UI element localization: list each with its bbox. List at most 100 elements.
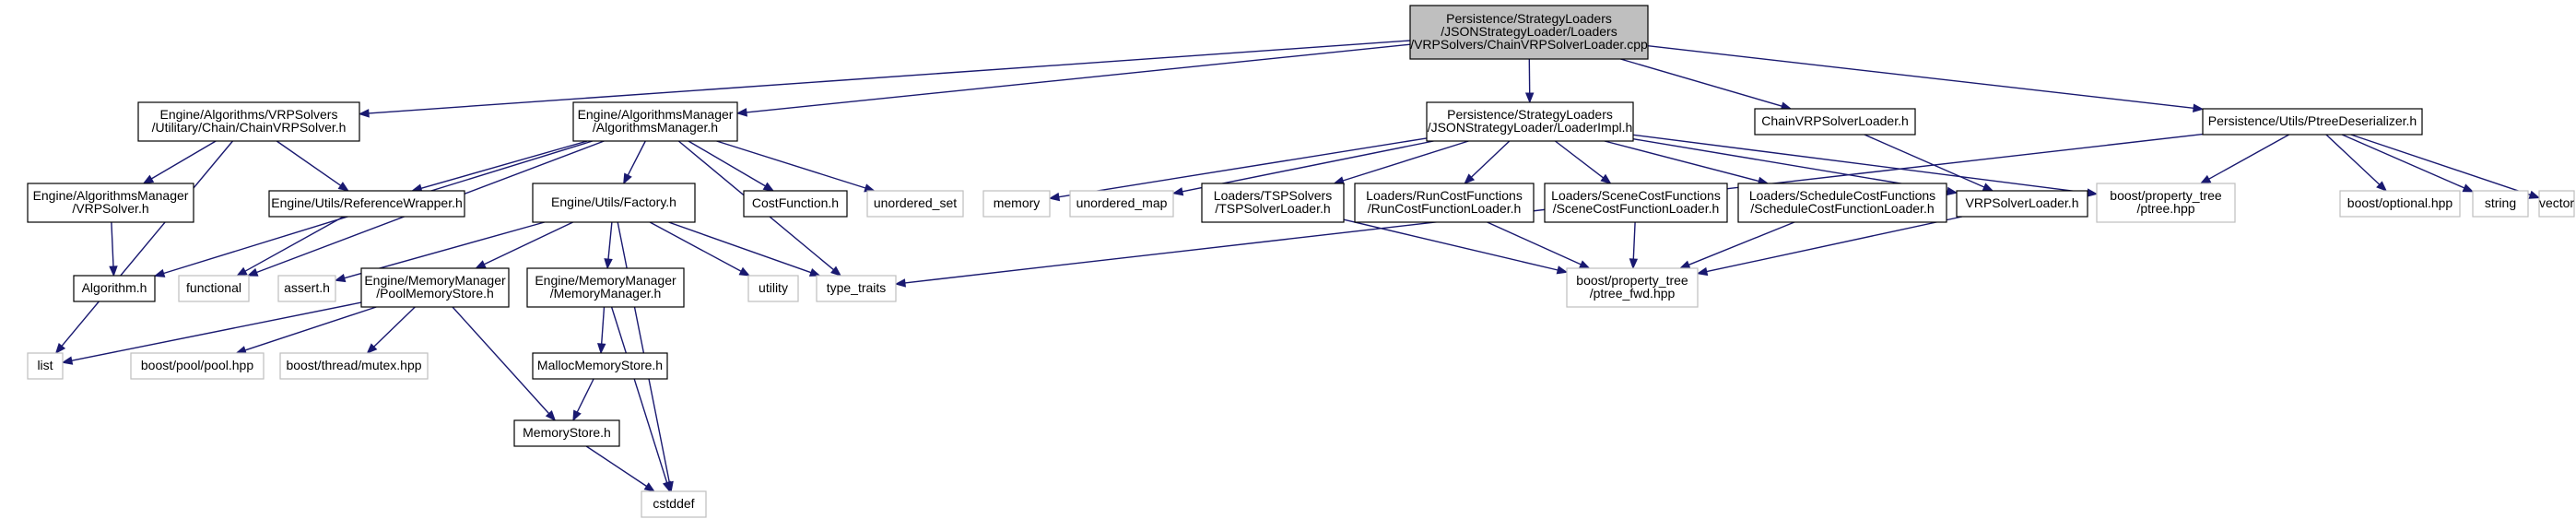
edge-mallocmemorystore-to-memorystore: [572, 378, 594, 422]
edge-line: [649, 221, 742, 272]
edge-line: [716, 140, 866, 189]
node-box: [1544, 183, 1728, 223]
edge-arrowhead: [738, 266, 751, 277]
edge-arrowhead: [2528, 190, 2541, 199]
edge-arrowhead: [545, 410, 557, 421]
edge-line: [1688, 221, 1795, 265]
node-unordered_set: unordered_set: [866, 190, 964, 218]
node-box: [866, 190, 964, 218]
edge-arrowhead: [2462, 183, 2475, 193]
node-poolmemorystore[interactable]: Engine/MemoryManager/PoolMemoryStore.h: [360, 267, 510, 308]
node-costfunction[interactable]: CostFunction.h: [743, 190, 848, 218]
node-assert_h: assert.h: [277, 275, 336, 302]
node-box: [1069, 190, 1174, 218]
node-memorystore[interactable]: MemoryStore.h: [513, 419, 620, 447]
node-box: [1201, 183, 1345, 223]
node-scenecostfunctionloader[interactable]: Loaders/SceneCostFunctions/SceneCostFunc…: [1544, 183, 1728, 223]
node-label-line: /PoolMemoryStore.h: [376, 286, 494, 301]
edge-arrowhead: [109, 265, 118, 277]
node-label-line: Engine/Utils/Factory.h: [551, 195, 676, 209]
edge-line: [373, 306, 416, 348]
edge-line: [71, 301, 362, 361]
node-algorithmsmanager[interactable]: Engine/AlgorithmsManager/AlgorithmsManag…: [572, 101, 738, 142]
node-vrpsolverloader[interactable]: VRPSolverLoader.h: [1956, 190, 2088, 218]
node-mallocmemorystore[interactable]: MallocMemoryStore.h: [532, 352, 668, 380]
node-schedulecostfunctionloader[interactable]: Loaders/ScheduleCostFunctions/ScheduleCo…: [1737, 183, 1947, 223]
node-vrpsolver[interactable]: Engine/AlgorithmsManager/VRPSolver.h: [27, 183, 194, 223]
edge-line: [2325, 134, 2381, 185]
edge-algorithmsmanager-to-costfunction: [688, 140, 775, 192]
node-label-line: /Utilitary/Chain/ChainVRPSolver.h: [152, 120, 347, 135]
node-cstddef: cstddef: [641, 490, 707, 518]
edge-arrowhead: [1524, 92, 1535, 104]
node-box: [513, 419, 620, 447]
node-label-line: list: [37, 358, 53, 372]
edge-line: [610, 306, 668, 483]
edge-chainvrpsolver-to-referencewrapper: [276, 140, 350, 192]
edge-arrowhead: [1678, 260, 1691, 269]
edge-line: [1706, 216, 1963, 273]
edge-arrowhead: [366, 343, 378, 354]
edge-arrowhead: [475, 260, 487, 269]
node-ptreedeserializer[interactable]: Persistence/Utils/PtreeDeserializer.h: [2202, 108, 2423, 136]
node-box: [268, 190, 465, 218]
node-label-line: /TSPSolverLoader.h: [1215, 201, 1330, 216]
edge-line: [576, 378, 594, 413]
node-box: [27, 352, 64, 380]
edge-arrowhead: [142, 174, 155, 184]
edge-algorithmsmanager-to-unordered_set: [716, 140, 876, 193]
edge-line: [1632, 138, 1948, 193]
node-label-line: memory: [994, 195, 1041, 210]
node-tspsolverloader[interactable]: Loaders/TSPSolvers/TSPSolverLoader.h: [1201, 183, 1345, 223]
node-pool_hpp: boost/pool/pool.hpp: [130, 352, 265, 380]
node-label-line: /ptree.hpp: [2136, 201, 2194, 216]
edge-scenecostfunctionloader-to-ptree_fwd: [1629, 221, 1639, 270]
node-label-line: /SceneCostFunctionLoader.h: [1553, 201, 1720, 216]
edge-root-to-chainvrpsolver: [358, 40, 1411, 118]
node-label-line: /RunCostFunctionLoader.h: [1368, 201, 1522, 216]
node-loaderimpl[interactable]: Persistence/StrategyLoaders/JSONStrategy…: [1426, 101, 1634, 142]
edge-factory-to-poolmemorystore: [475, 221, 573, 269]
node-label-line: boost/property_tree: [2110, 188, 2222, 203]
node-label-line: Engine/AlgorithmsManager: [578, 107, 734, 122]
node-box: [2096, 183, 2236, 223]
node-box: [743, 190, 848, 218]
edge-ptreedeserializer-to-ptree_hpp: [2199, 134, 2290, 184]
edge-loaderimpl-to-vrpsolverloader: [1632, 138, 1958, 196]
node-memorymanager[interactable]: Engine/MemoryManager/MemoryManager.h: [526, 267, 685, 308]
edge-arrowhead: [808, 268, 821, 277]
node-label-line: Loaders/SceneCostFunctions: [1551, 188, 1721, 203]
edge-arrowhead: [735, 108, 747, 117]
dependency-nodes: Persistence/StrategyLoaders/JSONStrategy…: [27, 5, 2575, 518]
node-label-line: boost/thread/mutex.hpp: [286, 358, 421, 372]
edge-arrowhead: [623, 172, 632, 185]
node-label-line: Loaders/RunCostFunctions: [1366, 188, 1523, 203]
node-box: [2202, 108, 2423, 136]
node-label-line: string: [2485, 195, 2516, 210]
edge-poolmemorystore-to-pool_hpp: [235, 306, 377, 355]
node-box: [130, 352, 265, 380]
edge-line: [276, 140, 342, 186]
node-label-line: cstddef: [653, 496, 694, 511]
node-label-line: Loaders/TSPSolvers: [1214, 188, 1332, 203]
node-label-line: unordered_map: [1076, 195, 1168, 210]
node-runcostfunctionloader[interactable]: Loaders/RunCostFunctions/RunCostFunction…: [1354, 183, 1535, 223]
node-referencewrapper[interactable]: Engine/Utils/ReferenceWrapper.h: [268, 190, 465, 218]
edge-arrowhead: [236, 266, 248, 277]
edge-line: [1604, 140, 1759, 183]
edge-ptreedeserializer-to-optional_hpp: [2325, 134, 2388, 192]
edge-arrowhead: [1600, 173, 1612, 184]
node-label-line: /AlgorithmsManager.h: [593, 120, 718, 135]
edge-arrowhead: [1464, 173, 1476, 184]
edge-line: [484, 221, 573, 265]
node-algorithm_h[interactable]: Algorithm.h: [73, 275, 156, 302]
node-box: [1566, 267, 1699, 308]
node-box: [1409, 5, 1649, 60]
node-root[interactable]: Persistence/StrategyLoaders/JSONStrategy…: [1409, 5, 1649, 60]
node-box: [1956, 190, 2088, 218]
node-factory[interactable]: Engine/Utils/Factory.h: [532, 183, 696, 223]
node-chainvrpsolver[interactable]: Engine/Algorithms/VRPSolvers/Utilitary/C…: [137, 101, 360, 142]
node-chainvrpsolverloader[interactable]: ChainVRPSolverLoader.h: [1754, 108, 1916, 136]
node-label-line: boost/property_tree: [1576, 273, 1688, 288]
